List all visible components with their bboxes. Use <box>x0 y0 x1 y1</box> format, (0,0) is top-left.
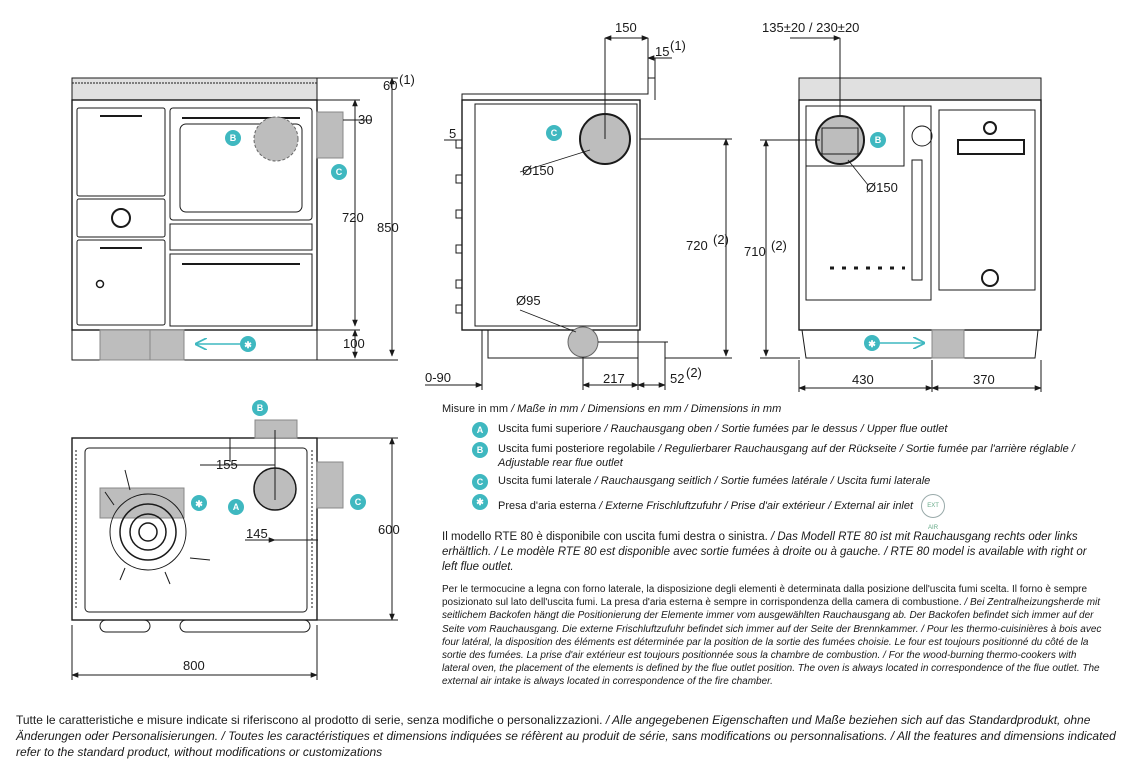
top-badge-b: B <box>252 400 268 416</box>
top-badge-c: C <box>350 494 366 510</box>
dim-top-600: 600 <box>378 522 400 537</box>
top-view <box>71 419 398 680</box>
cooktop-rail <box>71 77 318 101</box>
back-badge-b: B <box>870 132 886 148</box>
svg-text:B: B <box>875 135 882 145</box>
units-note: Misure in mm / Maße in mm / Dimensions e… <box>442 403 782 415</box>
rear-flue-circle <box>253 116 299 162</box>
svg-text:B: B <box>257 403 264 413</box>
top-side-flue <box>316 461 344 509</box>
knob-icon <box>111 208 131 228</box>
layout-note: Per le termocucine a legna con forno lat… <box>442 584 1102 688</box>
dim-back-370: 370 <box>973 372 995 387</box>
dim-back-d150: Ø150 <box>866 180 898 195</box>
dim-side-d150: Ø150 <box>522 163 554 178</box>
side-air-circle <box>567 326 599 358</box>
air-inlet-box <box>99 329 185 361</box>
top-badge-air: ✱ <box>191 495 207 511</box>
dim-top-145: 145 <box>246 526 268 541</box>
svg-text:C: C <box>355 497 362 507</box>
legend-item-c: C Uscita fumi laterale / Rauchausgang se… <box>472 474 1102 490</box>
dim-front-flue-offset: 30 <box>358 112 372 127</box>
side-view <box>425 35 732 390</box>
svg-text:(1): (1) <box>399 72 415 87</box>
badge-c-icon: C <box>472 474 488 490</box>
front-badge-c: C <box>331 164 347 180</box>
footnote: Tutte le caratteristiche e misure indica… <box>16 713 1116 759</box>
back-air-box <box>931 329 965 359</box>
dim-front-100: 100 <box>343 336 365 351</box>
front-view <box>71 77 398 361</box>
svg-text:(2): (2) <box>713 232 729 247</box>
svg-text:(2): (2) <box>686 365 702 380</box>
svg-text:A: A <box>233 502 240 512</box>
dim-front-850: 850 <box>377 220 399 235</box>
back-badge-air: ✱ <box>864 335 880 351</box>
dim-front-720: 720 <box>342 210 364 225</box>
back-flue-circle <box>815 115 865 165</box>
top-badge-a: A <box>228 499 244 515</box>
dim-side-15: 15 <box>655 44 669 59</box>
svg-text:✱: ✱ <box>868 339 876 349</box>
legend-item-b: B Uscita fumi posteriore regolabile / Re… <box>472 442 1102 470</box>
top-air-box <box>99 487 185 519</box>
dim-top-155: 155 <box>216 457 238 472</box>
badge-air-icon: ✱ <box>472 494 488 510</box>
dim-side-150: 150 <box>615 20 637 35</box>
dim-side-720: 720 <box>686 238 708 253</box>
badge-a-icon: A <box>472 422 488 438</box>
svg-text:✱: ✱ <box>195 499 203 509</box>
dim-back-flue-position: 135±20 / 230±20 <box>762 20 859 35</box>
dim-front-overflow: 60 <box>383 78 397 93</box>
back-cooktop-rail <box>798 77 1042 101</box>
dim-side-5: 5 <box>449 126 456 141</box>
back-view <box>760 35 1042 392</box>
front-plinth <box>71 329 318 361</box>
dim-back-710: 710 <box>744 244 766 259</box>
dim-side-d95: Ø95 <box>516 293 541 308</box>
top-rear-flue <box>254 419 298 439</box>
badge-b-icon: B <box>472 442 488 458</box>
dim-back-430: 430 <box>852 372 874 387</box>
legend-item-a: A Uscita fumi superiore / Rauchausgang o… <box>472 422 1102 438</box>
dim-side-217: 217 <box>603 371 625 386</box>
svg-text:(1): (1) <box>670 38 686 53</box>
dim-side-52: 52 <box>670 371 684 386</box>
dim-side-0-90: 0-90 <box>425 370 451 385</box>
svg-text:C: C <box>551 128 558 138</box>
svg-text:C: C <box>336 167 343 177</box>
front-badge-air: ✱ <box>240 336 256 352</box>
svg-text:B: B <box>230 133 237 143</box>
svg-text:✱: ✱ <box>244 340 252 350</box>
side-badge-c: C <box>546 125 562 141</box>
legend-item-air: ✱ Presa d'aria esterna / Externe Frischl… <box>472 494 1102 531</box>
front-badge-b: B <box>225 130 241 146</box>
top-body <box>71 437 318 621</box>
svg-text:(2): (2) <box>771 238 787 253</box>
model-note: Il modello RTE 80 è disponibile con usci… <box>442 531 1087 573</box>
legend: Misure in mm / Maße in mm / Dimensions e… <box>442 402 1102 689</box>
dim-top-800: 800 <box>183 658 205 673</box>
side-flue-box <box>316 111 344 159</box>
external-air-icon: EXT AIR <box>921 494 946 531</box>
hotplate-ring-outer <box>109 493 187 571</box>
